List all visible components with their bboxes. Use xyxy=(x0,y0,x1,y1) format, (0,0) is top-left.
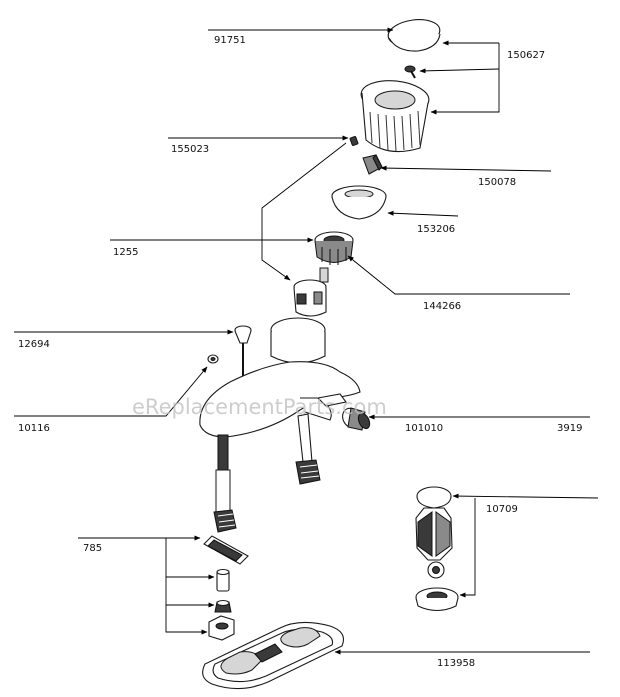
part-supply-line-right xyxy=(295,413,321,485)
label-1255: 1255 xyxy=(113,247,138,258)
label-155023: 155023 xyxy=(171,144,209,155)
label-12694: 12694 xyxy=(18,339,50,350)
label-785: 785 xyxy=(83,543,102,554)
label-153206: 153206 xyxy=(417,224,455,235)
part-supply-line-left xyxy=(213,434,237,533)
part-1255-cartridge xyxy=(293,267,329,317)
part-150627-screw xyxy=(404,65,416,79)
part-faucet-body xyxy=(199,317,361,438)
watermark: eReplacementParts.com xyxy=(132,395,387,419)
label-3919: 3919 xyxy=(557,423,582,434)
part-153206-escutcheon xyxy=(331,185,387,220)
leader-lines xyxy=(14,27,599,655)
label-144266: 144266 xyxy=(423,301,461,312)
label-91751: 91751 xyxy=(214,35,246,46)
part-144266-retaining-nut xyxy=(314,231,354,265)
label-113958: 113958 xyxy=(437,658,475,669)
part-12694-lift-rod xyxy=(234,325,252,378)
part-785-mounting-hardware xyxy=(203,535,249,641)
label-150627: 150627 xyxy=(507,50,545,61)
part-handle-body xyxy=(360,80,430,153)
part-10116-nut xyxy=(207,354,219,364)
label-150078: 150078 xyxy=(478,177,516,188)
part-113958-base-plate xyxy=(202,621,345,690)
part-150078-adapter xyxy=(362,154,383,175)
part-10709-stopper xyxy=(415,486,459,612)
part-3919-aerator xyxy=(342,407,371,431)
label-10116: 10116 xyxy=(18,423,50,434)
label-101010: 101010 xyxy=(405,423,443,434)
part-91751-cap xyxy=(387,19,441,52)
label-10709: 10709 xyxy=(486,504,518,515)
part-155023-set-screw xyxy=(349,135,359,147)
